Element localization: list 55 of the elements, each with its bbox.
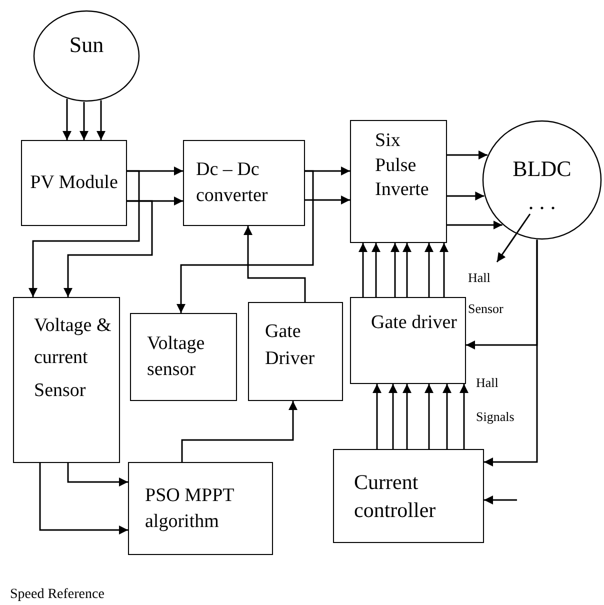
process-box bbox=[333, 449, 484, 543]
node-text: Gate driver bbox=[371, 311, 457, 335]
arrow bbox=[64, 200, 153, 297]
arrow bbox=[358, 243, 368, 297]
arrow bbox=[402, 243, 412, 297]
node-text: Dc – Dc converter bbox=[196, 158, 269, 208]
arrow bbox=[388, 384, 398, 449]
arrow bbox=[62, 98, 72, 140]
arrow bbox=[460, 384, 468, 449]
arrow bbox=[67, 463, 128, 486]
dots-text: . . . bbox=[528, 188, 556, 216]
arrow bbox=[244, 226, 306, 302]
process-box bbox=[248, 302, 343, 401]
arrow bbox=[424, 243, 434, 297]
node-text: Gate Driver bbox=[265, 320, 316, 371]
arrow bbox=[440, 243, 448, 297]
arrow bbox=[402, 384, 412, 449]
arrow bbox=[447, 150, 488, 160]
process-box bbox=[183, 140, 305, 226]
arrow bbox=[372, 243, 380, 297]
arrow bbox=[28, 170, 140, 297]
arrow bbox=[484, 240, 538, 466]
arrow bbox=[424, 384, 434, 449]
node-text: Hall Sensor bbox=[468, 269, 504, 318]
arrow bbox=[305, 196, 350, 204]
process-box bbox=[21, 140, 127, 226]
process-box bbox=[350, 120, 447, 243]
node-text: Voltage & current Sensor bbox=[34, 314, 112, 403]
arrow bbox=[390, 243, 400, 297]
node-text: Sun bbox=[69, 30, 104, 58]
arrow bbox=[372, 384, 382, 449]
arrow bbox=[39, 463, 128, 534]
process-box bbox=[350, 297, 466, 384]
arrow bbox=[442, 384, 452, 449]
node-text: PV Module bbox=[30, 171, 118, 196]
process-box bbox=[130, 313, 237, 401]
process-box bbox=[128, 462, 273, 555]
node-text: BLDC bbox=[512, 155, 572, 183]
arrow bbox=[447, 220, 502, 230]
node-text: PSO MPPT algorithm bbox=[145, 484, 235, 534]
arrow bbox=[96, 100, 106, 140]
source-ellipse bbox=[33, 10, 140, 102]
arrow bbox=[176, 170, 314, 313]
node-text: Current controller bbox=[354, 468, 437, 524]
arrow bbox=[447, 192, 484, 200]
process-box bbox=[13, 297, 120, 463]
arrow bbox=[484, 496, 517, 504]
note-text: Hall Signals bbox=[476, 374, 516, 426]
motor-circle bbox=[482, 120, 602, 240]
node-text: Six Pulse Inverte bbox=[375, 129, 430, 202]
arrow bbox=[496, 214, 531, 262]
note-text: Speed Reference bbox=[10, 586, 104, 604]
node-text: Voltage sensor bbox=[147, 332, 206, 382]
arrow bbox=[181, 401, 298, 462]
arrow bbox=[80, 102, 88, 140]
